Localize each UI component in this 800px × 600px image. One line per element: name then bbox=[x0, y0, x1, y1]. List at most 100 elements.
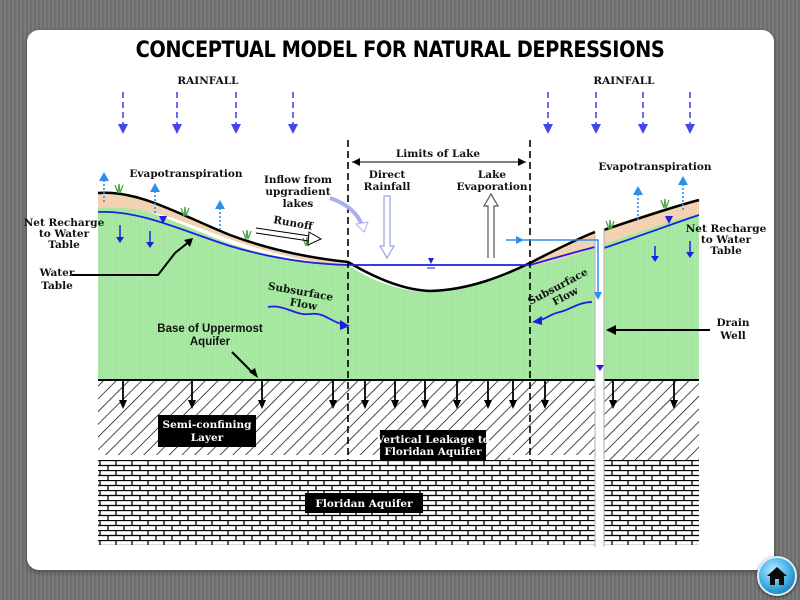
slide-title: CONCEPTUAL MODEL FOR NATURAL DEPRESSIONS bbox=[135, 38, 665, 63]
leakage-arrowhead bbox=[421, 400, 429, 409]
runoff-arrowhead bbox=[307, 231, 323, 246]
recharge-arrowhead bbox=[651, 256, 659, 262]
home-icon bbox=[767, 567, 787, 585]
lake-evaporation-arrow bbox=[482, 192, 500, 258]
subsurface-flow-left-arrow bbox=[267, 305, 346, 326]
drain-well-shaft bbox=[595, 235, 604, 547]
soil-right bbox=[604, 200, 699, 244]
leakage-arrowhead bbox=[258, 400, 266, 409]
floridan-aquifer-right bbox=[604, 460, 699, 545]
semi-confining-right bbox=[604, 380, 699, 460]
subsurface-flow-right-head bbox=[532, 316, 542, 325]
water-table-pointer-head bbox=[184, 238, 193, 247]
water-table-line bbox=[97, 211, 596, 266]
rainfall-arrowhead bbox=[172, 124, 182, 134]
subsurface-flow-left-head bbox=[340, 320, 350, 330]
grass-tufts bbox=[114, 183, 670, 247]
subsurface-flow-left-2: Flow bbox=[289, 296, 319, 313]
grass-tuft-icon bbox=[114, 183, 124, 194]
runoff-label: Runoff bbox=[272, 214, 314, 233]
rainfall-arrowhead bbox=[685, 124, 695, 134]
net-recharge-left-1: Net Recharge bbox=[24, 217, 105, 229]
evapotranspiration-arrows bbox=[99, 172, 688, 232]
leakage-arrowhead bbox=[119, 400, 127, 409]
vertical-leakage-label-box bbox=[380, 430, 486, 460]
net-recharge-right-1: Net Recharge bbox=[686, 223, 767, 235]
semi-confining-label-2: Layer bbox=[191, 432, 224, 444]
inflow-arrow bbox=[329, 196, 364, 226]
grass-tuft-icon bbox=[605, 219, 615, 230]
grass-tuft-icon bbox=[180, 206, 190, 217]
net-recharge-right-2: to Water bbox=[701, 234, 752, 246]
ground-surface-right bbox=[603, 198, 700, 232]
leakage-arrowhead bbox=[391, 400, 399, 409]
evapotranspiration-arrowhead bbox=[215, 200, 225, 209]
inflow-arrowhead bbox=[354, 221, 369, 233]
evapotranspiration-arrowhead bbox=[633, 186, 643, 195]
drain-inflow-line bbox=[520, 239, 599, 295]
leakage-arrowhead bbox=[509, 400, 517, 409]
vertical-leakage-label-2: Floridan Aquifer bbox=[384, 446, 482, 458]
leakage-arrowhead bbox=[670, 400, 678, 409]
lake-evaporation-arrow-shape bbox=[482, 192, 500, 258]
leakage-arrowhead bbox=[329, 400, 337, 409]
semi-confining-label-1: Semi-confining bbox=[163, 419, 253, 431]
vertical-leakage-label-1: Vertical Leakage to bbox=[375, 434, 490, 446]
grass-tuft-icon bbox=[660, 198, 670, 209]
lake-evaporation-label-2: Evaporation bbox=[456, 181, 527, 193]
aquifer-right bbox=[604, 205, 699, 380]
uppermost-aquifer bbox=[98, 204, 595, 380]
rainfall-arrowhead bbox=[591, 124, 601, 134]
rainfall-arrowhead bbox=[231, 124, 241, 134]
rainfall-arrowhead bbox=[288, 124, 298, 134]
inflow-label-1: Inflow from bbox=[264, 174, 332, 186]
base-of-aquifer-label-1: Base of Uppermost bbox=[157, 323, 263, 335]
water-table-symbol-left bbox=[159, 216, 167, 224]
evapotranspiration-arrowhead bbox=[678, 176, 688, 185]
direct-rainfall-label-2: Rainfall bbox=[364, 181, 411, 193]
rainfall-arrowhead bbox=[543, 124, 553, 134]
rainfall-label-right: RAINFALL bbox=[593, 75, 655, 87]
unsaturated-soil-left bbox=[98, 192, 348, 266]
leakage-arrowhead bbox=[188, 400, 196, 409]
recharge-arrowhead bbox=[686, 252, 694, 258]
inflow-label-2: upgradient bbox=[265, 186, 330, 198]
geology-right-block bbox=[604, 200, 699, 545]
home-button[interactable] bbox=[757, 556, 797, 596]
water-table-right bbox=[603, 214, 700, 249]
semi-confining-label-box bbox=[158, 415, 256, 447]
runoff-arrow bbox=[255, 227, 311, 242]
lake-evaporation-label-1: Lake bbox=[478, 169, 506, 181]
subsurface-flow-right-arrow bbox=[539, 301, 593, 321]
geology-main-block bbox=[98, 192, 595, 545]
water-table-symbol-right bbox=[665, 216, 673, 224]
water-table-pointer bbox=[72, 240, 191, 276]
rainfall-label-left: RAINFALL bbox=[177, 75, 239, 87]
drain-well-label-1: Drain bbox=[716, 317, 749, 329]
base-aquifer-pointer-head bbox=[249, 368, 258, 378]
rainfall-arrowhead bbox=[638, 124, 648, 134]
recharge-arrows bbox=[116, 225, 694, 262]
well-water-level-icon bbox=[596, 365, 604, 371]
direct-rainfall-label-1: Direct bbox=[369, 169, 406, 181]
net-recharge-left-2: to Water bbox=[39, 228, 90, 240]
leakage-arrowhead bbox=[609, 400, 617, 409]
inflow-label-3: lakes bbox=[283, 198, 314, 210]
drain-well-pointer-head bbox=[606, 325, 616, 335]
leakage-arrowhead bbox=[361, 400, 369, 409]
recharge-arrowhead bbox=[116, 237, 124, 243]
evapotranspiration-arrowhead bbox=[99, 172, 109, 181]
leakage-arrowhead bbox=[484, 400, 492, 409]
leakage-arrowhead bbox=[453, 400, 461, 409]
floridan-aquifer-label-box bbox=[305, 493, 423, 513]
leakage-arrowhead bbox=[541, 400, 549, 409]
water-table-label-1: Water bbox=[39, 267, 75, 279]
floridan-aquifer-label: Floridan Aquifer bbox=[315, 498, 413, 510]
net-recharge-right-3: Table bbox=[710, 245, 742, 257]
direct-rainfall-arrow-shape bbox=[378, 195, 396, 260]
lake-level-icon bbox=[428, 258, 434, 264]
limits-of-lake-label: Limits of Lake bbox=[396, 148, 481, 160]
recharge-arrowhead bbox=[146, 242, 154, 248]
drain-well-label-2: Well bbox=[719, 330, 746, 342]
